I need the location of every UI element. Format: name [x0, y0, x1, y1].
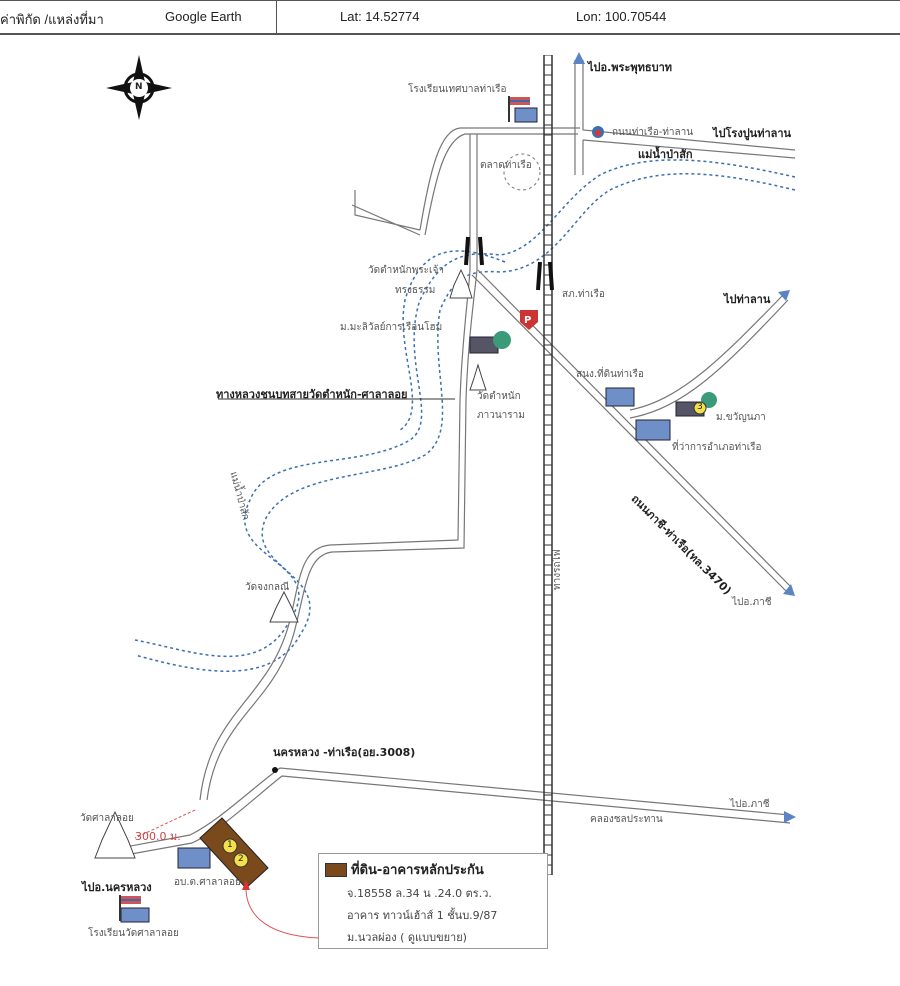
marker-3: 3: [697, 402, 703, 412]
market-area: [503, 153, 541, 191]
label-school-mali: ม.มะลิวัลย์การเรือนโฮม: [340, 322, 443, 333]
label-village-3: ม.ขวัญนภา: [716, 412, 766, 423]
header-divider: [276, 1, 277, 33]
source-label: ค่าพิกัด /แหล่งที่มา: [0, 12, 104, 27]
label-wat-phrachao-2: ทรงธรรม: [395, 285, 436, 296]
label-rural-road: ทางหลวงชนบทสายวัดตำหนัก-ศาลาลอย: [216, 388, 408, 401]
label-canal: คลองชลประทาน: [590, 814, 663, 825]
label-wat-salaloi: วัดศาลาลอย: [80, 813, 134, 824]
label-to-phrabat: ไปอ.พระพุทธบาท: [588, 61, 672, 74]
pointer-line: [245, 884, 319, 939]
marker-1: 1: [227, 840, 233, 850]
collateral-land-parcel: [199, 401, 707, 889]
label-to-thalan: ไปท่าลาน: [724, 293, 771, 306]
legend-line-2: อาคาร ทาวน์เฮ้าส์ 1 ชั้นบ.9/87: [347, 909, 498, 922]
distance-line: [134, 809, 196, 839]
label-wat-phrachao: วัดตำหนักพระเจ้า: [368, 265, 444, 276]
building-icon: [120, 107, 705, 923]
bridge-icon: [464, 236, 554, 291]
label-river-pasak: แม่น้ำป่าสัก: [638, 148, 693, 161]
label-road-tharuea-thalan: ถนนท่าเรือ-ท่าลาน: [612, 127, 694, 138]
label-to-nakhonluang: ไปอ.นครหลวง: [82, 881, 152, 894]
river: [134, 159, 796, 672]
label-to-phachi: ไปอ.ภาชี: [732, 597, 772, 608]
compass-label: N: [135, 82, 143, 92]
label-to-cement: ไปโรงปูนท่าลาน: [713, 127, 792, 140]
longitude: Lon: 100.70544: [576, 9, 667, 24]
temple-icon: [94, 268, 487, 859]
source-value: Google Earth: [165, 9, 242, 24]
label-health-center: อบ.ต.ศาลาลอย: [174, 877, 241, 888]
label-wat-chongkhani: วัดจงกลณี: [245, 582, 290, 593]
label-district-office: ที่ว่าการอำเภอท่าเรือ: [672, 442, 762, 453]
direction-arrows: [104, 52, 796, 858]
label-school-tharuea: โรงเรียนเทศบาลท่าเรือ: [408, 84, 507, 95]
label-wat-tamnak: วัดตำหนัก: [477, 391, 521, 402]
label-road-3008: นครหลวง -ท่าเรือ(อย.3008): [273, 746, 416, 759]
legend-line-1: จ.18558 ล.34 น .24.0 ตร.ว.: [347, 887, 492, 900]
label-market: ตลาดท่าเรือ: [480, 160, 532, 171]
marker-2: 2: [238, 854, 244, 864]
label-railway: ทางรถไฟ: [552, 549, 563, 590]
railway: [543, 55, 553, 875]
roads: [119, 60, 796, 857]
parking-icon: P: [520, 310, 538, 330]
label-wat-tamnak-2: ภาวนาราม: [477, 410, 525, 421]
flag-icon: [119, 96, 530, 921]
legend-swatch: [325, 863, 347, 877]
legend-line-3: ม.นวลผ่อง ( ดูแบบขยาย): [347, 931, 467, 944]
header-bar: ค่าพิกัด /แหล่งที่มา Google Earth Lat: 1…: [0, 0, 900, 35]
legend-box: ที่ดิน-อาคารหลักประกัน จ.18558 ล.34 น .2…: [318, 853, 548, 949]
latitude: Lat: 14.52774: [340, 9, 420, 24]
compass-icon: [106, 55, 172, 120]
svg-text:P: P: [524, 315, 531, 326]
label-police: สภ.ท่าเรือ: [562, 289, 605, 300]
gas-station-icon: [592, 126, 604, 138]
label-land-office: สนง.ที่ดินท่าเรือ: [576, 369, 644, 380]
legend-title: ที่ดิน-อาคารหลักประกัน: [351, 863, 484, 878]
label-distance: 300.0 ม.: [135, 830, 181, 843]
label-school-salaloi: โรงเรียนวัดศาลาลอย: [88, 928, 179, 939]
label-to-phachi-2: ไปอ.ภาชี: [730, 799, 770, 810]
